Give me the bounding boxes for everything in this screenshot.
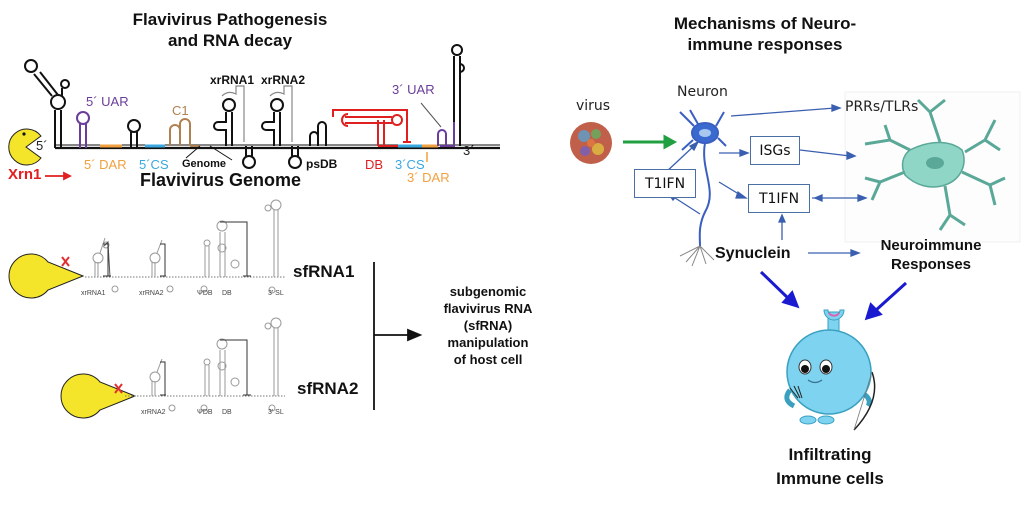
xrrna1-pseudoknot bbox=[221, 85, 245, 142]
psdb-loops bbox=[309, 121, 327, 146]
right-title: Mechanisms of Neuro- immune responses bbox=[650, 13, 880, 55]
three-prime-sl bbox=[451, 44, 465, 146]
xrn1-pacman-icon bbox=[8, 128, 42, 166]
label-dar3: 3´ DAR bbox=[407, 170, 450, 185]
neuroimmune-label: Neuroimmune Responses bbox=[866, 236, 996, 274]
sfrna1-label-xrrna2: xrRNA2 bbox=[139, 290, 164, 297]
label-xrn1: Xrn1 bbox=[8, 166, 42, 183]
label-db: DB bbox=[365, 157, 384, 172]
label-cs3: 3´CS bbox=[395, 157, 425, 172]
left-title-line1: Flavivirus Pathogenesis bbox=[132, 10, 328, 29]
sfrna2-label-db: DB bbox=[222, 409, 232, 416]
sfrna1-label-psidb: ΨDB bbox=[197, 290, 213, 297]
glia-cell-icon bbox=[864, 98, 1006, 231]
synuclein-label: Synuclein bbox=[715, 245, 791, 262]
sfrna1-label-3sl: 3' SL bbox=[268, 290, 284, 297]
label-uar5: 5´ UAR bbox=[86, 94, 129, 109]
genome-caption: Flavivirus Genome bbox=[140, 170, 302, 190]
immune-cell-icon bbox=[784, 309, 876, 431]
xrrna1-structure bbox=[213, 98, 256, 169]
outcome-line1: subgenomic bbox=[449, 284, 527, 299]
virus-label: virus bbox=[576, 98, 611, 114]
right-title-line1: Mechanisms of Neuro- bbox=[673, 14, 857, 33]
sfrna-outcome: subgenomic flavivirus RNA (sfRNA) manipu… bbox=[418, 283, 558, 368]
label-xrrna2: xrRNA2 bbox=[261, 73, 306, 87]
label-xrrna1: xrRNA1 bbox=[210, 73, 255, 87]
label-genome: Genome bbox=[182, 158, 227, 170]
five-prime-stem-loop bbox=[24, 59, 70, 148]
neuroimmune-line1: Neuroimmune bbox=[880, 237, 982, 254]
to-immune-arrows bbox=[759, 270, 908, 321]
sfrna-bracket bbox=[373, 262, 423, 410]
xrrna2-pseudoknot bbox=[269, 85, 293, 142]
label-uar3: 3´ UAR bbox=[392, 82, 435, 97]
infiltrating-label: Infiltrating Immune cells bbox=[755, 443, 905, 491]
left-title-line2: and RNA decay bbox=[167, 31, 293, 50]
label-psdb: psDB bbox=[306, 157, 338, 171]
c1-loops bbox=[169, 118, 200, 147]
label-three-prime: 3´ bbox=[463, 143, 475, 158]
sfrna2-x-mark bbox=[114, 383, 123, 394]
outcome-line5: of host cell bbox=[453, 352, 523, 367]
right-title-line2: immune responses bbox=[687, 35, 843, 54]
t1ifn-box-left: T1IFN bbox=[634, 169, 696, 198]
label-dar5: 5´ DAR bbox=[84, 157, 127, 172]
xrn1-arrow bbox=[45, 171, 73, 181]
virus-to-neuron-arrow bbox=[623, 134, 678, 150]
label-five-prime: 5´ bbox=[36, 138, 48, 153]
neuroimmune-line2: Responses bbox=[890, 256, 972, 273]
genome-pointer bbox=[185, 145, 233, 161]
infiltrating-line1: Infiltrating bbox=[788, 445, 872, 464]
sfrna2-label-psidb: ΨDB bbox=[197, 409, 213, 416]
small-loop bbox=[127, 119, 141, 148]
sfrna1-name: sfRNA1 bbox=[293, 262, 355, 281]
sfrna1-x-mark bbox=[61, 256, 70, 267]
pacman-eye bbox=[22, 132, 26, 136]
outcome-line2: flavivirus RNA bbox=[443, 301, 533, 316]
sfrna1-label-db: DB bbox=[222, 290, 232, 297]
label-cs5: 5´CS bbox=[139, 157, 169, 172]
t1ifn-box-center: T1IFN bbox=[748, 184, 810, 213]
sfrna2-name: sfRNA2 bbox=[297, 379, 359, 398]
uar3-pointer bbox=[420, 102, 442, 128]
sfrna2-graphic bbox=[60, 317, 285, 419]
uar3-region bbox=[437, 122, 455, 147]
isgs-box: ISGs bbox=[750, 136, 800, 165]
xrrna2-structure bbox=[261, 98, 302, 169]
outcome-line4: manipulation bbox=[447, 335, 529, 350]
uar5-loop bbox=[76, 111, 90, 148]
neuron-label: Neuron bbox=[677, 84, 728, 100]
virus-icon bbox=[570, 122, 612, 164]
db-structure bbox=[332, 109, 411, 147]
sfrna2-label-3sl: 3' SL bbox=[268, 409, 284, 416]
neuron-icon bbox=[679, 109, 727, 267]
outcome-line3: (sfRNA) bbox=[463, 318, 513, 333]
label-c1: C1 bbox=[172, 103, 189, 118]
sfrna1-label-xrrna1: xrRNA1 bbox=[81, 290, 106, 297]
prr-label: PRRs/TLRs bbox=[845, 99, 919, 115]
infiltrating-line2: Immune cells bbox=[776, 469, 884, 488]
sfrna2-label-xrrna2: xrRNA2 bbox=[141, 409, 166, 416]
sfrna1-graphic bbox=[8, 199, 285, 299]
left-title: Flavivirus Pathogenesis and RNA decay bbox=[95, 9, 365, 51]
